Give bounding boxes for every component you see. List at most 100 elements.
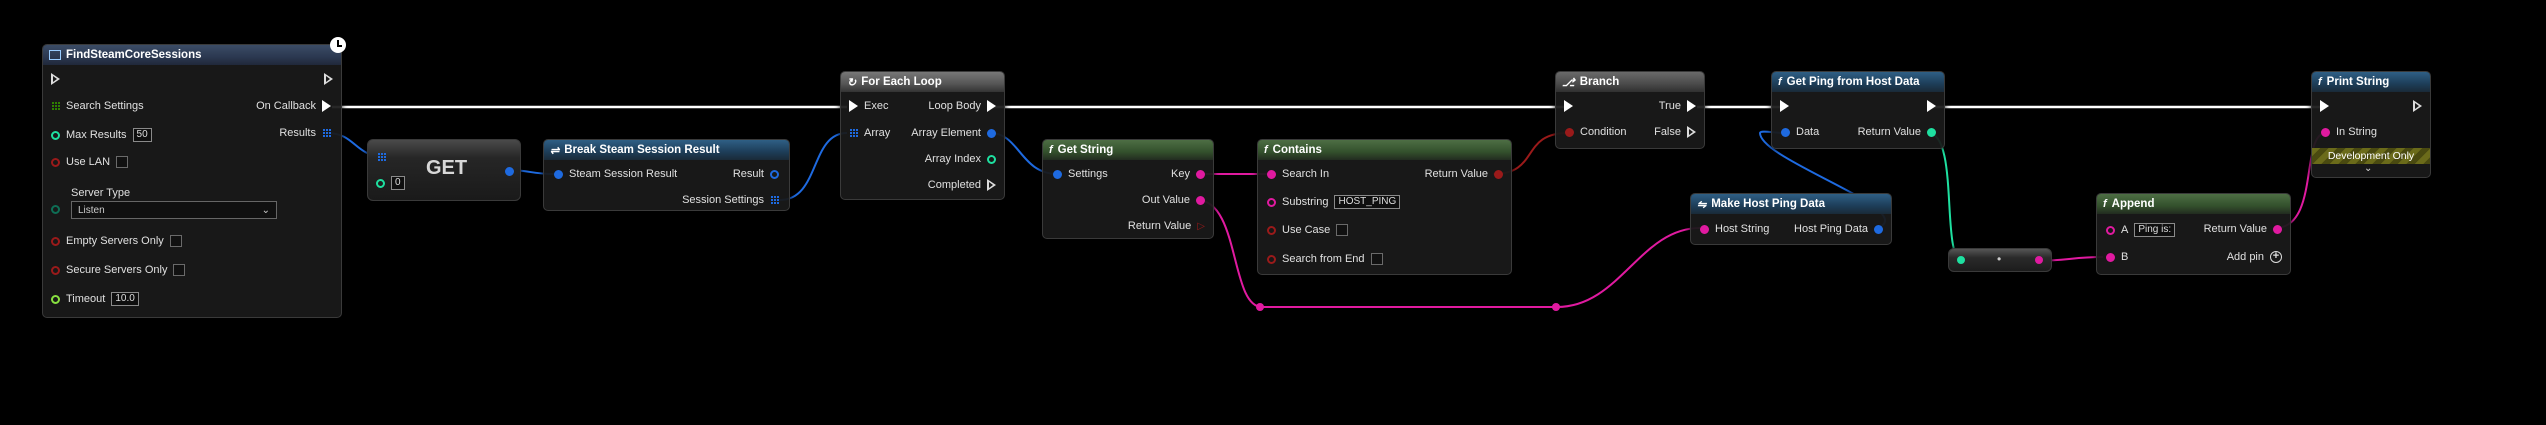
- max-results-input[interactable]: 50: [132, 128, 152, 142]
- node-header[interactable]: ↻For Each Loop: [841, 72, 1004, 92]
- add-pin-button[interactable]: Add pin+: [2227, 251, 2282, 263]
- index-pin[interactable]: 0: [376, 176, 405, 190]
- branch-node[interactable]: ⎇Branch True Condition False: [1555, 71, 1705, 149]
- return-value-pin[interactable]: Return Value: [1425, 168, 1503, 180]
- exec-in-pin[interactable]: [1780, 100, 1789, 112]
- exec-out-pin[interactable]: [324, 73, 333, 85]
- exec-in-pin[interactable]: Exec: [849, 100, 888, 112]
- data-pin[interactable]: Data: [1781, 126, 1819, 138]
- pin-label: Return Value: [1857, 126, 1921, 138]
- return-value-pin[interactable]: Return Value: [2204, 223, 2282, 235]
- server-type-dropdown[interactable]: Listen⌄: [71, 201, 277, 219]
- key-pin[interactable]: Key: [1171, 168, 1205, 180]
- use-case-checkbox[interactable]: [1336, 224, 1349, 236]
- array-index-pin[interactable]: Array Index: [925, 153, 996, 165]
- substring-input[interactable]: HOST_PING: [1334, 195, 1401, 209]
- dropdown-value: Listen: [78, 204, 105, 216]
- session-settings-pin[interactable]: Session Settings: [682, 194, 779, 206]
- node-title: Get String: [1057, 144, 1114, 156]
- array-element-pin[interactable]: Array Element: [911, 127, 996, 139]
- get-string-node[interactable]: f Get String Settings Key Out Value Retur…: [1042, 139, 1214, 239]
- host-string-pin[interactable]: Host String: [1700, 223, 1769, 235]
- make-host-ping-node[interactable]: ⇋Make Host Ping Data Host String Host Pi…: [1690, 193, 1892, 245]
- empty-servers-checkbox[interactable]: [169, 235, 182, 247]
- function-icon: f: [1049, 144, 1053, 156]
- array-get-node[interactable]: GET 0: [367, 139, 521, 201]
- search-settings-pin[interactable]: Search Settings: [51, 100, 144, 112]
- index-input[interactable]: 0: [391, 176, 405, 190]
- in-string-pin[interactable]: In String: [2321, 126, 2377, 138]
- pin-label: Result: [732, 168, 764, 180]
- search-from-end-pin[interactable]: Search from End: [1267, 253, 1383, 265]
- find-steam-sessions-node[interactable]: FindSteamCoreSessions On Callback Search…: [42, 44, 342, 318]
- array-input-pin[interactable]: Array: [849, 127, 890, 139]
- loop-body-pin[interactable]: Loop Body: [928, 100, 996, 112]
- result-output-pin[interactable]: Result: [733, 168, 779, 180]
- out-value-pin[interactable]: Out Value: [1142, 194, 1205, 206]
- secure-servers-pin[interactable]: Secure Servers Only: [51, 264, 186, 276]
- pin-label: Data: [1796, 126, 1820, 138]
- completed-pin[interactable]: Completed: [928, 179, 996, 191]
- int-to-string-conversion-node[interactable]: •: [1948, 248, 2052, 272]
- return-value-pin[interactable]: Return Value: [1858, 126, 1936, 138]
- struct-pin-icon: [1781, 127, 1790, 137]
- timeout-input[interactable]: 10.0: [111, 292, 139, 306]
- b-pin[interactable]: B: [2106, 251, 2128, 263]
- exec-in-pin[interactable]: [1564, 100, 1573, 112]
- function-icon: f: [1264, 144, 1268, 156]
- use-case-pin[interactable]: Use Case: [1267, 224, 1349, 236]
- node-header[interactable]: f Get String: [1043, 140, 1213, 160]
- exec-in-pin[interactable]: [2320, 100, 2329, 112]
- settings-pin[interactable]: Settings: [1053, 168, 1108, 180]
- node-title: Break Steam Session Result: [564, 144, 720, 156]
- secure-servers-checkbox[interactable]: [173, 264, 186, 276]
- server-type-pin[interactable]: [51, 205, 60, 214]
- exec-in-pin[interactable]: [51, 73, 60, 85]
- node-header[interactable]: ⇋Make Host Ping Data: [1691, 194, 1891, 214]
- node-header[interactable]: FindSteamCoreSessions: [43, 45, 341, 65]
- for-each-loop-node[interactable]: ↻For Each Loop Exec Loop Body Array Arra…: [840, 71, 1005, 200]
- use-lan-pin[interactable]: Use LAN: [51, 156, 129, 168]
- empty-servers-pin[interactable]: Empty Servers Only: [51, 235, 182, 247]
- exec-out-pin[interactable]: [2413, 100, 2422, 112]
- return-value-pin[interactable]: Return Value▷: [1128, 220, 1205, 232]
- pin-label: Steam Session Result: [569, 168, 678, 180]
- pin-label: Session Settings: [682, 194, 764, 206]
- node-header[interactable]: ⇌Break Steam Session Result: [544, 140, 789, 160]
- a-input[interactable]: Ping is:: [2134, 223, 2176, 237]
- host-ping-data-pin[interactable]: Host Ping Data: [1794, 223, 1883, 235]
- string-pin-icon[interactable]: [2035, 256, 2043, 264]
- true-pin[interactable]: True: [1659, 100, 1696, 112]
- false-pin[interactable]: False: [1654, 126, 1696, 138]
- array-input-pin[interactable]: [377, 152, 386, 161]
- break-session-result-node[interactable]: ⇌Break Steam Session Result Steam Sessio…: [543, 139, 790, 211]
- reroute-knot[interactable]: [1552, 303, 1560, 311]
- int-pin-icon[interactable]: [1957, 256, 1965, 264]
- pin-label: Array Element: [911, 127, 981, 139]
- session-result-input-pin[interactable]: Steam Session Result: [554, 168, 677, 180]
- use-lan-checkbox[interactable]: [116, 156, 129, 168]
- reroute-knot[interactable]: [1256, 303, 1264, 311]
- node-title: FindSteamCoreSessions: [66, 49, 202, 61]
- on-callback-pin[interactable]: On Callback: [256, 100, 331, 112]
- exec-out-pin[interactable]: [1927, 100, 1936, 112]
- search-in-pin[interactable]: Search In: [1267, 168, 1329, 180]
- struct-output-pin[interactable]: [505, 167, 514, 176]
- condition-pin[interactable]: Condition: [1565, 126, 1626, 138]
- expand-chevron-icon[interactable]: ⌄: [2364, 163, 2373, 174]
- node-header[interactable]: ⎇Branch: [1556, 72, 1704, 92]
- search-from-end-checkbox[interactable]: [1370, 253, 1383, 265]
- results-pin[interactable]: Results: [279, 127, 331, 139]
